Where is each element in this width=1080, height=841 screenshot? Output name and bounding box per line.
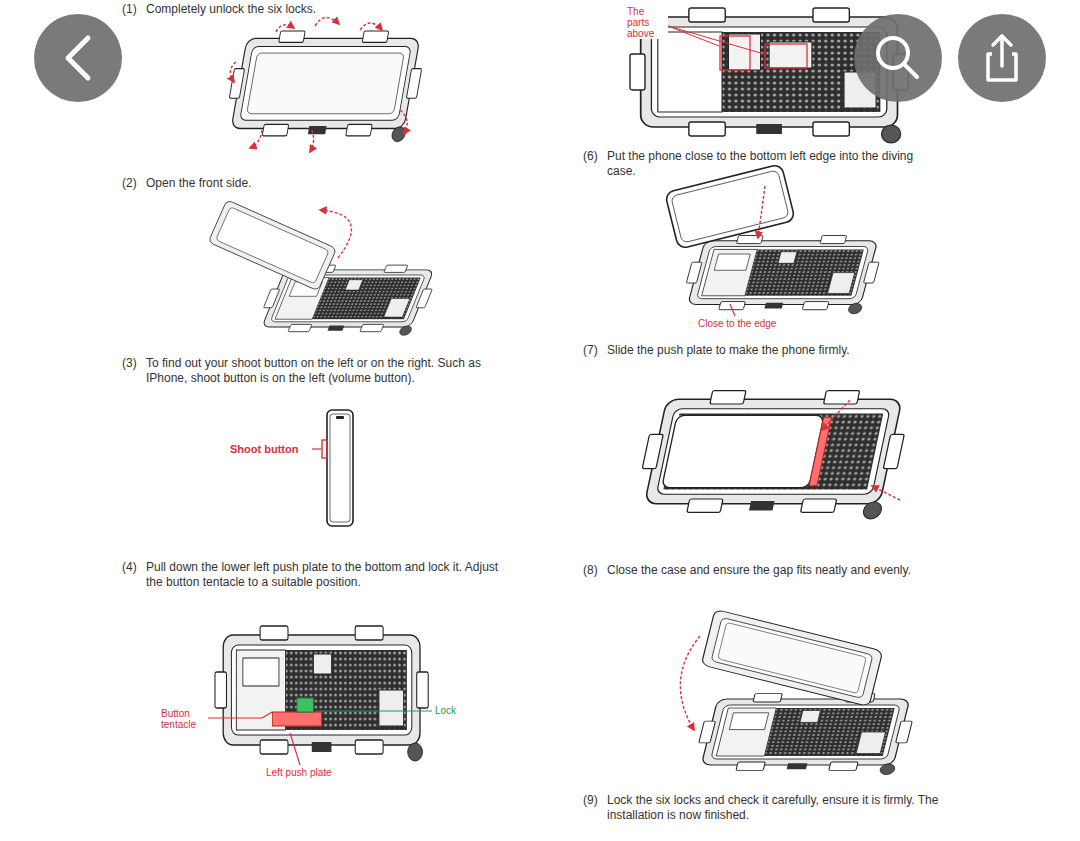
case-insert-phone bbox=[665, 164, 887, 316]
part-label: The parts above bbox=[626, 6, 668, 39]
case-closed bbox=[222, 17, 429, 152]
part-label: Lock bbox=[434, 705, 457, 716]
part-label: Shoot button bbox=[230, 443, 298, 456]
step-text: Put the phone close to the bottom left e… bbox=[607, 149, 937, 179]
case-opening bbox=[208, 200, 442, 336]
part-label: Close to the edge bbox=[697, 318, 777, 329]
part-label: Left push plate bbox=[265, 767, 333, 778]
phone bbox=[312, 410, 353, 526]
step-text: To find out your shoot button on the lef… bbox=[146, 356, 514, 386]
step-text: Lock the six locks and check it carefull… bbox=[607, 793, 987, 823]
case-front-open bbox=[207, 626, 432, 765]
part-label: Button tentacle bbox=[160, 708, 208, 730]
step-text: Completely unlock the six locks. bbox=[146, 2, 466, 17]
step-text: Open the front side. bbox=[146, 176, 466, 191]
case-with-phone bbox=[632, 391, 914, 519]
case-parts-view bbox=[630, 8, 908, 143]
step-text: Close the case and ensure the gap fits n… bbox=[607, 563, 987, 578]
step-text: Slide the push plate to make the phone f… bbox=[607, 343, 967, 358]
case-closing bbox=[680, 609, 919, 774]
step-text: Pull down the lower left push plate to t… bbox=[146, 560, 508, 590]
